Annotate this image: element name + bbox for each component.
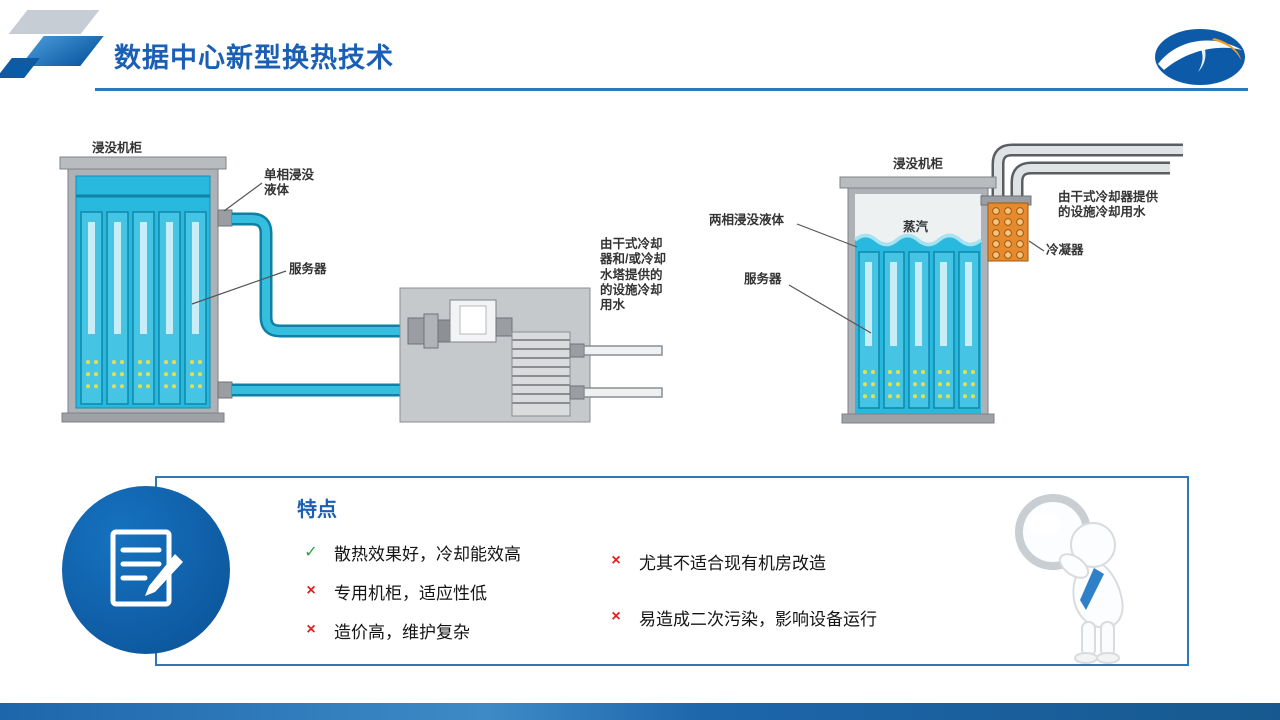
feature-item: × 造价高，维护复杂 xyxy=(302,619,521,642)
feature-item: × 专用机柜，适应性低 xyxy=(302,580,521,603)
label-server-right: 服务器 xyxy=(744,272,782,286)
cross-icon: × xyxy=(306,582,316,599)
heat-exchanger-unit xyxy=(399,287,663,423)
cross-icon: × xyxy=(306,621,316,638)
label-facility-water-left: 由干式冷却 器和/或冷却 水塔提供的 的设施冷却 用水 xyxy=(600,237,666,312)
cross-icon: × xyxy=(611,552,621,569)
notes-badge xyxy=(62,486,230,654)
features-column-right: × 尤其不适合现有机房改造 × 易造成二次污染，影响设备运行 xyxy=(607,550,877,629)
features-column-left: ✓ 散热效果好，冷却能效高 × 专用机柜，适应性低 × 造价高，维护复杂 xyxy=(302,541,521,642)
check-icon: ✓ xyxy=(304,544,318,561)
cross-icon: × xyxy=(611,608,621,625)
title-underline xyxy=(95,88,1248,91)
left-coolant-pipes xyxy=(232,212,424,397)
label-two-phase-fluid: 两相浸没液体 xyxy=(709,213,785,227)
label-cabinet-right: 浸没机柜 xyxy=(893,157,944,171)
company-logo-icon xyxy=(1155,29,1245,85)
footer-bar xyxy=(0,703,1280,720)
label-facility-water-right: 由干式冷却器提供 的设施冷却用水 xyxy=(1058,190,1159,220)
right-facility-water-pipes xyxy=(991,143,1183,212)
feature-text: 易造成二次污染，影响设备运行 xyxy=(639,609,877,629)
features-heading: 特点 xyxy=(297,499,337,521)
condenser-block xyxy=(980,195,1032,262)
magnifier-figure-illustration xyxy=(1015,494,1124,664)
feature-text: 散热效果好，冷却能效高 xyxy=(334,544,521,564)
features-panel xyxy=(155,476,1189,666)
label-leader-lines xyxy=(191,182,1045,334)
label-cabinet-left: 浸没机柜 xyxy=(92,141,143,155)
slide-title: 数据中心新型换热技术 xyxy=(114,43,394,73)
label-single-phase-fluid: 单相浸没 液体 xyxy=(264,168,315,198)
feature-text: 专用机柜，适应性低 xyxy=(334,583,487,603)
right-server-blades xyxy=(858,251,980,409)
feature-item: ✓ 散热效果好，冷却能效高 xyxy=(302,541,521,564)
feature-text: 造价高，维护复杂 xyxy=(334,622,470,642)
feature-text: 尤其不适合现有机房改造 xyxy=(639,553,826,573)
feature-item: × 易造成二次污染，影响设备运行 xyxy=(607,606,877,629)
label-server-left: 服务器 xyxy=(289,262,327,276)
left-server-blades xyxy=(80,211,207,405)
feature-item: × 尤其不适合现有机房改造 xyxy=(607,550,877,573)
label-vapor: 蒸汽 xyxy=(903,220,929,234)
document-pencil-icon xyxy=(110,529,183,607)
label-condenser: 冷凝器 xyxy=(1046,243,1084,257)
